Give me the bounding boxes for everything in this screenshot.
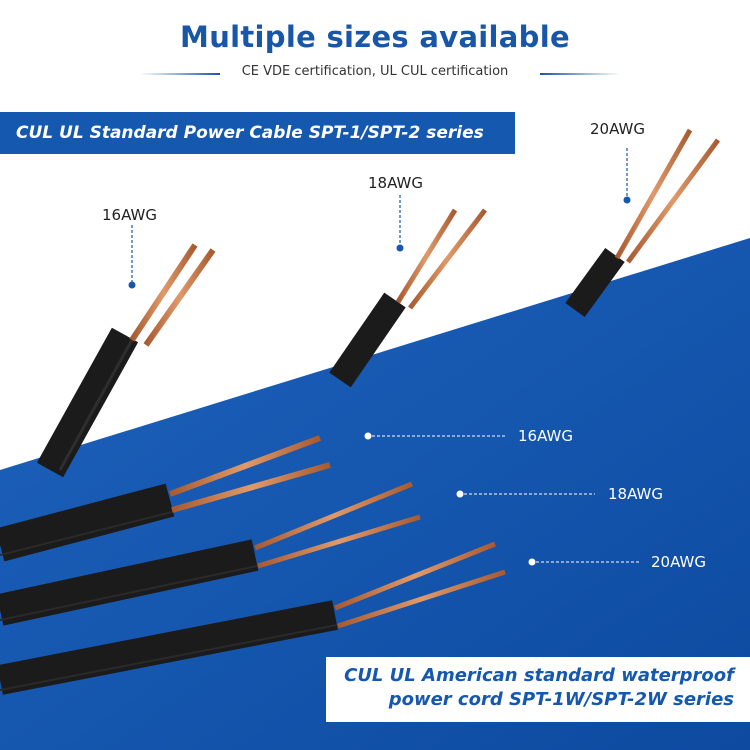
title-rule-left xyxy=(140,73,220,75)
cable-18awg-top xyxy=(329,208,487,388)
cable-16awg-top xyxy=(36,243,216,478)
title-rule-right xyxy=(540,73,620,75)
callout-20awg-top xyxy=(623,148,631,204)
label-16awg-bottom: 16AWG xyxy=(518,427,573,445)
label-18awg-bottom: 18AWG xyxy=(608,485,663,503)
spt-w-series-banner: CUL UL American standard waterproof powe… xyxy=(326,657,750,722)
callout-18awg-top xyxy=(396,195,404,252)
label-20awg-top: 20AWG xyxy=(590,120,645,138)
label-18awg-top: 18AWG xyxy=(368,174,423,192)
label-20awg-bottom: 20AWG xyxy=(651,553,706,571)
callout-18awg-bottom xyxy=(456,490,595,498)
page-subtitle: CE VDE certification, UL CUL certificati… xyxy=(241,64,509,79)
banner-line-2: power cord SPT-1W/SPT-2W series xyxy=(388,689,734,710)
cable-16awg-bottom xyxy=(0,435,331,562)
cable-20awg-top xyxy=(565,128,721,318)
cable-20awg-bottom xyxy=(0,541,506,695)
callout-20awg-bottom xyxy=(528,558,640,566)
banner-line-1: CUL UL American standard waterproof xyxy=(344,665,734,686)
cable-18awg-bottom xyxy=(0,481,421,626)
blue-background xyxy=(0,238,750,750)
spt-series-banner: CUL UL Standard Power Cable SPT-1/SPT-2 … xyxy=(0,112,515,154)
callout-16awg-top xyxy=(128,225,136,289)
label-16awg-top: 16AWG xyxy=(102,206,157,224)
callout-16awg-bottom xyxy=(364,432,505,440)
page-title: Multiple sizes available xyxy=(180,20,570,54)
